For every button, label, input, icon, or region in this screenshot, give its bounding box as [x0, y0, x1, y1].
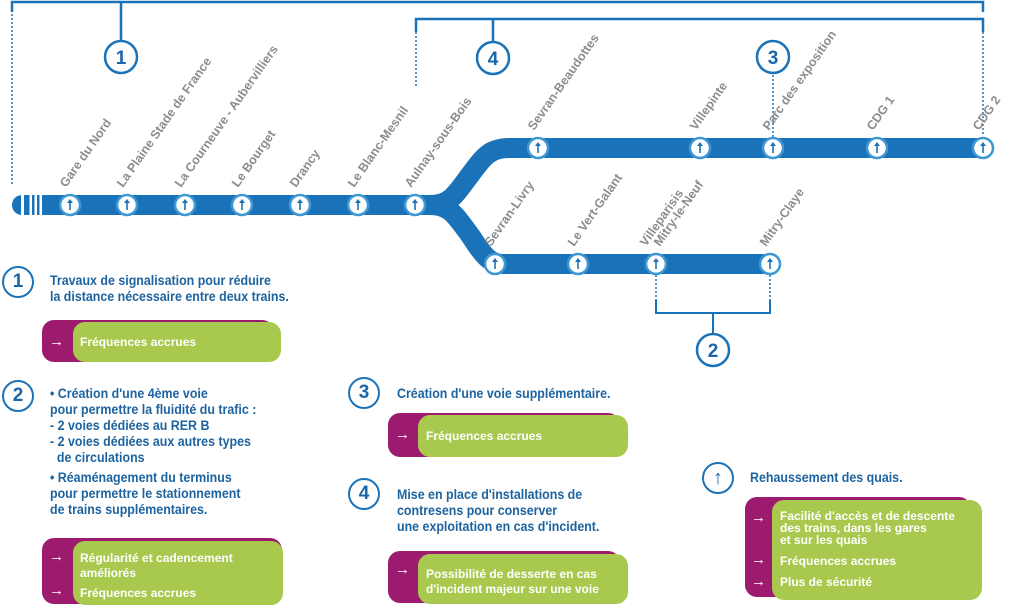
bracket-number-1: 1 — [103, 39, 139, 75]
benefit-text: des trains, dans les gares — [780, 521, 927, 535]
text-line: la distance nécessaire entre deux trains… — [50, 289, 289, 304]
legend-1-text: Travaux de signalisation pour réduire la… — [50, 273, 289, 305]
benefit-text: Régularité et cadencement — [80, 551, 233, 565]
benefit-text: Possibilité de desserte en cas — [426, 567, 597, 581]
arrow-right-icon: → — [395, 426, 410, 443]
benefit-box-2-front — [73, 541, 283, 605]
arrow-right-icon: → — [395, 561, 410, 578]
benefit-box-3-front — [418, 415, 628, 457]
station-marker — [346, 193, 370, 217]
benefit-text: améliorés — [80, 566, 137, 580]
svg-text:4: 4 — [488, 49, 499, 70]
text-line: de trains supplémentaires. — [50, 502, 208, 517]
station-marker — [288, 193, 312, 217]
arrow-right-icon: → — [751, 573, 766, 590]
station-marker — [761, 136, 785, 160]
legend-number-2: 2 — [2, 380, 34, 412]
station-label: La Plaine Stade de France — [114, 55, 214, 190]
station-marker — [483, 252, 507, 276]
station-label: Le Blanc-Mesnil — [345, 104, 411, 190]
bracket-number-4: 4 — [475, 40, 511, 76]
station-label: La Courneuve - Aubervilliers — [172, 43, 281, 190]
station-label: Sevran-Livry — [482, 179, 537, 249]
benefit-text: Fréquences accrues — [426, 429, 543, 443]
text-line: • Réaménagement du terminus — [50, 470, 232, 485]
bracket-number-3: 3 — [755, 39, 791, 75]
benefit-text: d'incident majeur sur une voie — [426, 582, 599, 596]
station-marker — [566, 252, 590, 276]
text-line: - 2 voies dédiées aux autres types — [50, 434, 251, 449]
station-marker — [173, 193, 197, 217]
line-start-cap — [12, 195, 42, 215]
benefit-text: Fréquences accrues — [80, 335, 197, 349]
station-marker — [403, 193, 427, 217]
bracket-2 — [655, 275, 771, 333]
arrow-right-icon: → — [49, 333, 64, 350]
benefit-box-1-front — [73, 322, 281, 362]
station-marker — [688, 136, 712, 160]
station-label: Drancy — [287, 147, 323, 190]
text-line: Travaux de signalisation pour réduire — [50, 273, 271, 288]
track — [22, 138, 983, 274]
benefit-text: Plus de sécurité — [780, 575, 873, 589]
text-line: une exploitation en cas d'incident. — [397, 519, 600, 534]
station-label: CDG 1 — [864, 93, 897, 132]
arrow-up-icon: ↑ — [702, 462, 734, 494]
station-marker — [865, 136, 889, 160]
station-label: CDG 2 — [970, 93, 1003, 132]
text-line: pour permettre le stationnement — [50, 486, 241, 501]
bracket-4 — [414, 17, 985, 136]
station-label: Le Bourget — [229, 127, 279, 190]
arrow-right-icon: → — [751, 509, 766, 526]
platform-legend-title: Rehaussement des quais. — [750, 470, 903, 485]
legend-4-text: Mise en place d'installations de contres… — [397, 487, 599, 535]
benefit-box-platform-front — [772, 500, 982, 600]
svg-text:3: 3 — [768, 48, 779, 69]
legend-2-text: • Création d'une 4ème voie pour permettr… — [50, 386, 256, 518]
legend-number-4: 4 — [348, 478, 380, 510]
station-label: Sevran-Beaudottes — [525, 31, 602, 132]
text-line: • Création d'une 4ème voie — [50, 386, 208, 401]
legend-number-3: 3 — [348, 377, 380, 409]
text-line: - 2 voies dédiées au RER B — [50, 418, 210, 433]
legend-number-1: 1 — [2, 266, 34, 298]
station-marker — [115, 193, 139, 217]
station-label: Le Vert-Galant — [565, 171, 626, 249]
station-marker — [58, 193, 82, 217]
station-label: Mitry-Claye — [757, 185, 807, 248]
station-marker — [971, 136, 995, 160]
text-line: Création d'une voie supplémentaire. — [397, 386, 611, 401]
station-marker — [758, 252, 782, 276]
arrow-right-icon: → — [49, 582, 64, 599]
svg-text:2: 2 — [708, 341, 719, 362]
svg-text:1: 1 — [116, 48, 127, 69]
text-line: contresens pour conserver — [397, 503, 558, 518]
benefit-text: Facilité d'accès et de descente — [780, 509, 955, 523]
text-line: Mise en place d'installations de — [397, 487, 583, 502]
station-marker — [644, 252, 668, 276]
arrow-right-icon: → — [751, 551, 766, 568]
text-line: pour permettre la fluidité du trafic : — [50, 402, 257, 417]
legend-3-text: Création d'une voie supplémentaire. — [397, 386, 610, 402]
station-label: Gare du Nord — [57, 116, 114, 189]
station-marker — [526, 136, 550, 160]
text-line: de circulations — [50, 450, 145, 465]
station-marker — [230, 193, 254, 217]
station-label: Villepinte — [687, 79, 730, 132]
benefit-text: Fréquences accrues — [80, 586, 197, 600]
benefit-text: Fréquences accrues — [780, 554, 897, 568]
benefit-text: et sur les quais — [780, 533, 868, 547]
arrow-right-icon: → — [49, 548, 64, 565]
bracket-number-2: 2 — [695, 332, 731, 368]
benefit-box-4-front — [418, 554, 628, 604]
bracket-1 — [10, 0, 985, 186]
